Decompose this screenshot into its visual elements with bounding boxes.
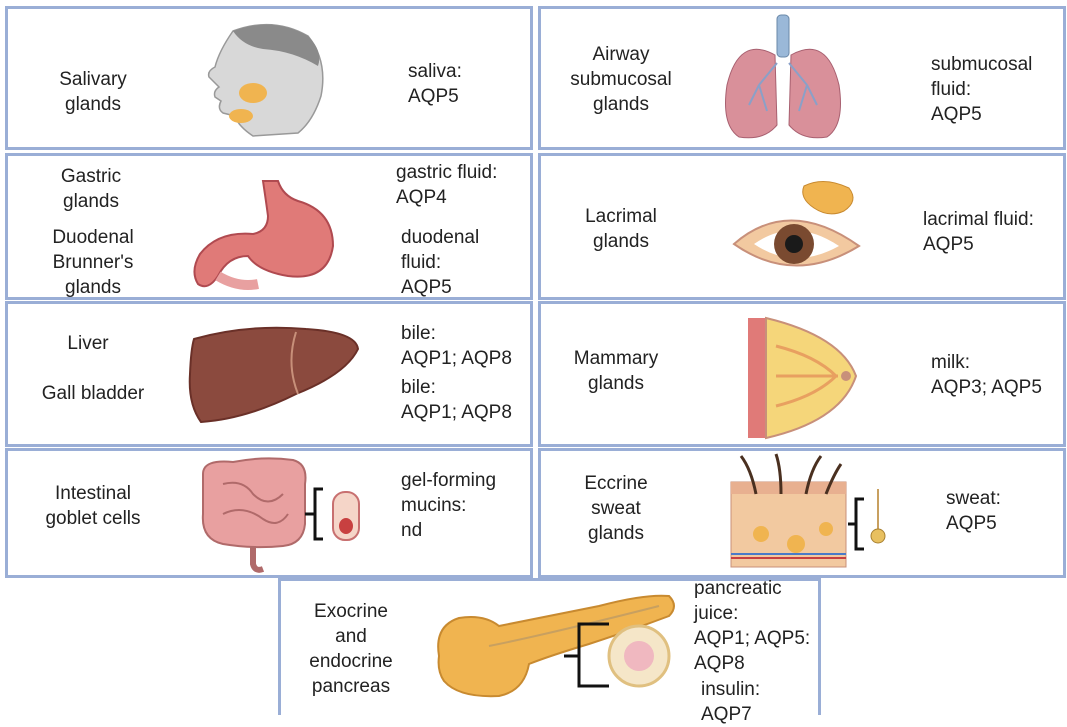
duodenal-label: DuodenalBrunner'sglands [38,225,148,300]
pancreatic-juice: pancreaticjuice:AQP1; AQP5:AQP8 [694,576,810,676]
airway-fluid: submucosalfluid:AQP5 [931,52,1032,127]
airway-label: Airwaysubmucosalglands [561,42,681,117]
eye-with-lacrimal-gland-icon [729,176,869,281]
intestinal-fluid: gel-formingmucins:nd [401,468,496,543]
gall-bladder-label: Gall bladder [28,381,158,406]
lacrimal-fluid: lacrimal fluid:AQP5 [923,207,1034,257]
pancreas-label: Exocrineandendocrinepancreas [296,599,406,699]
eccrine-fluid: sweat:AQP5 [946,486,1001,536]
insulin: insulin:AQP7 [701,677,760,727]
lungs-icon [719,15,849,143]
gallbladder-bile: bile:AQP1; AQP8 [401,375,512,425]
panel-gastric: Gastricglands DuodenalBrunner'sglands ga… [5,153,533,300]
liver-label: Liver [48,331,128,356]
intestines-icon [193,454,373,574]
panel-lacrimal: Lacrimalglands lacrimal fluid:AQP5 [538,153,1066,300]
duodenal-fluid: duodenalfluid:AQP5 [401,225,479,300]
salivary-fluid: saliva:AQP5 [408,59,462,109]
mammary-fluid: milk:AQP3; AQP5 [931,350,1042,400]
panel-liver: Liver Gall bladder bile:AQP1; AQP8 bile:… [5,301,533,447]
lacrimal-label: Lacrimalglands [571,204,671,254]
stomach-duodenum-icon [188,176,338,296]
panel-intestinal: Intestinalgoblet cells gel-formingmucins… [5,448,533,578]
panel-mammary: Mammaryglands milk:AQP3; AQP5 [538,301,1066,447]
panel-eccrine: Eccrinesweatglands sweat:AQP5 [538,448,1066,578]
panel-pancreas: Exocrineandendocrinepancreas pancreaticj… [278,578,821,715]
panel-salivary: Salivaryglands saliva:AQP5 [5,6,533,150]
breast-mammary-gland-icon [746,316,861,441]
pancreas-icon [429,586,699,711]
salivary-label: Salivaryglands [48,67,138,117]
panel-airway: Airwaysubmucosalglands submucosalfluid:A… [538,6,1066,150]
gastric-fluid: gastric fluid:AQP4 [396,160,497,210]
gastric-label: Gastricglands [46,164,136,214]
eccrine-label: Eccrinesweatglands [561,471,671,546]
liver-bile: bile:AQP1; AQP8 [401,321,512,371]
liver-gallbladder-icon [186,324,361,429]
intestinal-label: Intestinalgoblet cells [28,481,158,531]
head-with-salivary-glands-icon [193,21,333,141]
skin-sweat-gland-icon [726,454,901,572]
mammary-label: Mammaryglands [561,346,671,396]
